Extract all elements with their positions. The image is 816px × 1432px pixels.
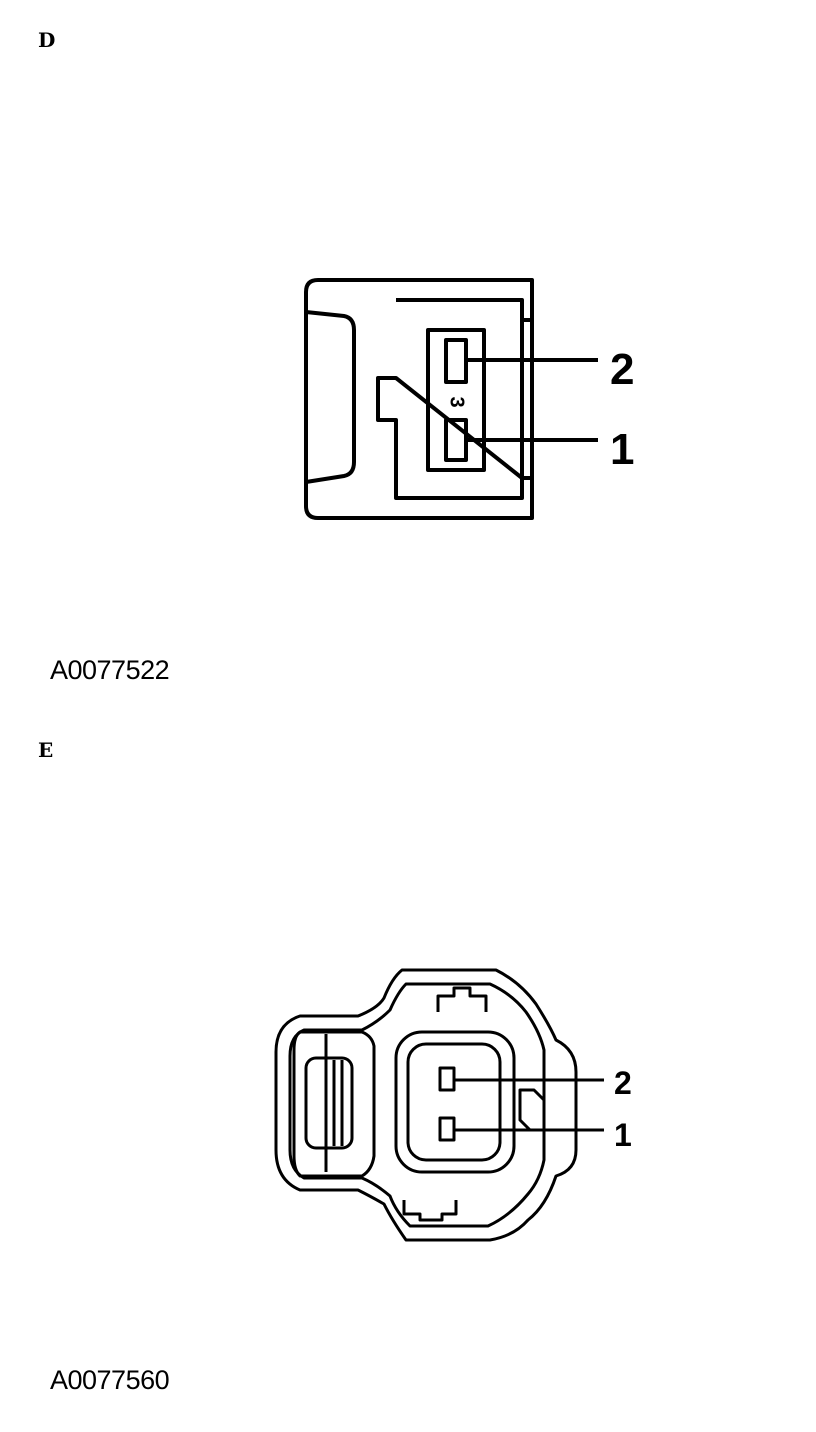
section-letter-e: E (38, 738, 54, 762)
connector-d-pin-label-1: 1 (610, 425, 634, 474)
connector-e-socket-inner (406, 1042, 502, 1162)
connector-e-socket-outer (394, 1030, 516, 1174)
connector-d-pin-label-2: 2 (610, 345, 634, 394)
connector-e-housing-outer (274, 968, 578, 1242)
connector-d-cavity (376, 298, 530, 500)
connector-d-pin-block (426, 328, 486, 472)
connector-e-pin-label-1: 1 (614, 1117, 632, 1153)
connector-e-pin-label-2: 2 (614, 1065, 632, 1101)
connector-d-terminal-2 (444, 338, 468, 384)
connector-e-housing-inner (288, 982, 546, 1228)
connector-d-diagram: 3 2 1 (304, 278, 634, 520)
figure-id-d: A0077522 (50, 655, 170, 685)
connector-e-diagram: 2 1 (274, 968, 632, 1242)
connector-e-key-right (518, 1088, 546, 1132)
connector-e-latch (292, 1030, 376, 1178)
connector-e-terminal-2 (438, 1066, 456, 1092)
connector-d-housing-marking: 3 (446, 396, 468, 407)
section-letter-d: D (38, 28, 56, 52)
connector-d-housing (304, 278, 534, 520)
connector-e-latch-box (304, 1056, 354, 1150)
connector-d-latch (305, 310, 356, 484)
connector-e-terminal-1 (438, 1116, 456, 1142)
connector-e-key-bottom (402, 1200, 458, 1222)
connector-e-key-top (436, 986, 488, 1012)
figure-id-e: A0077560 (50, 1365, 170, 1395)
